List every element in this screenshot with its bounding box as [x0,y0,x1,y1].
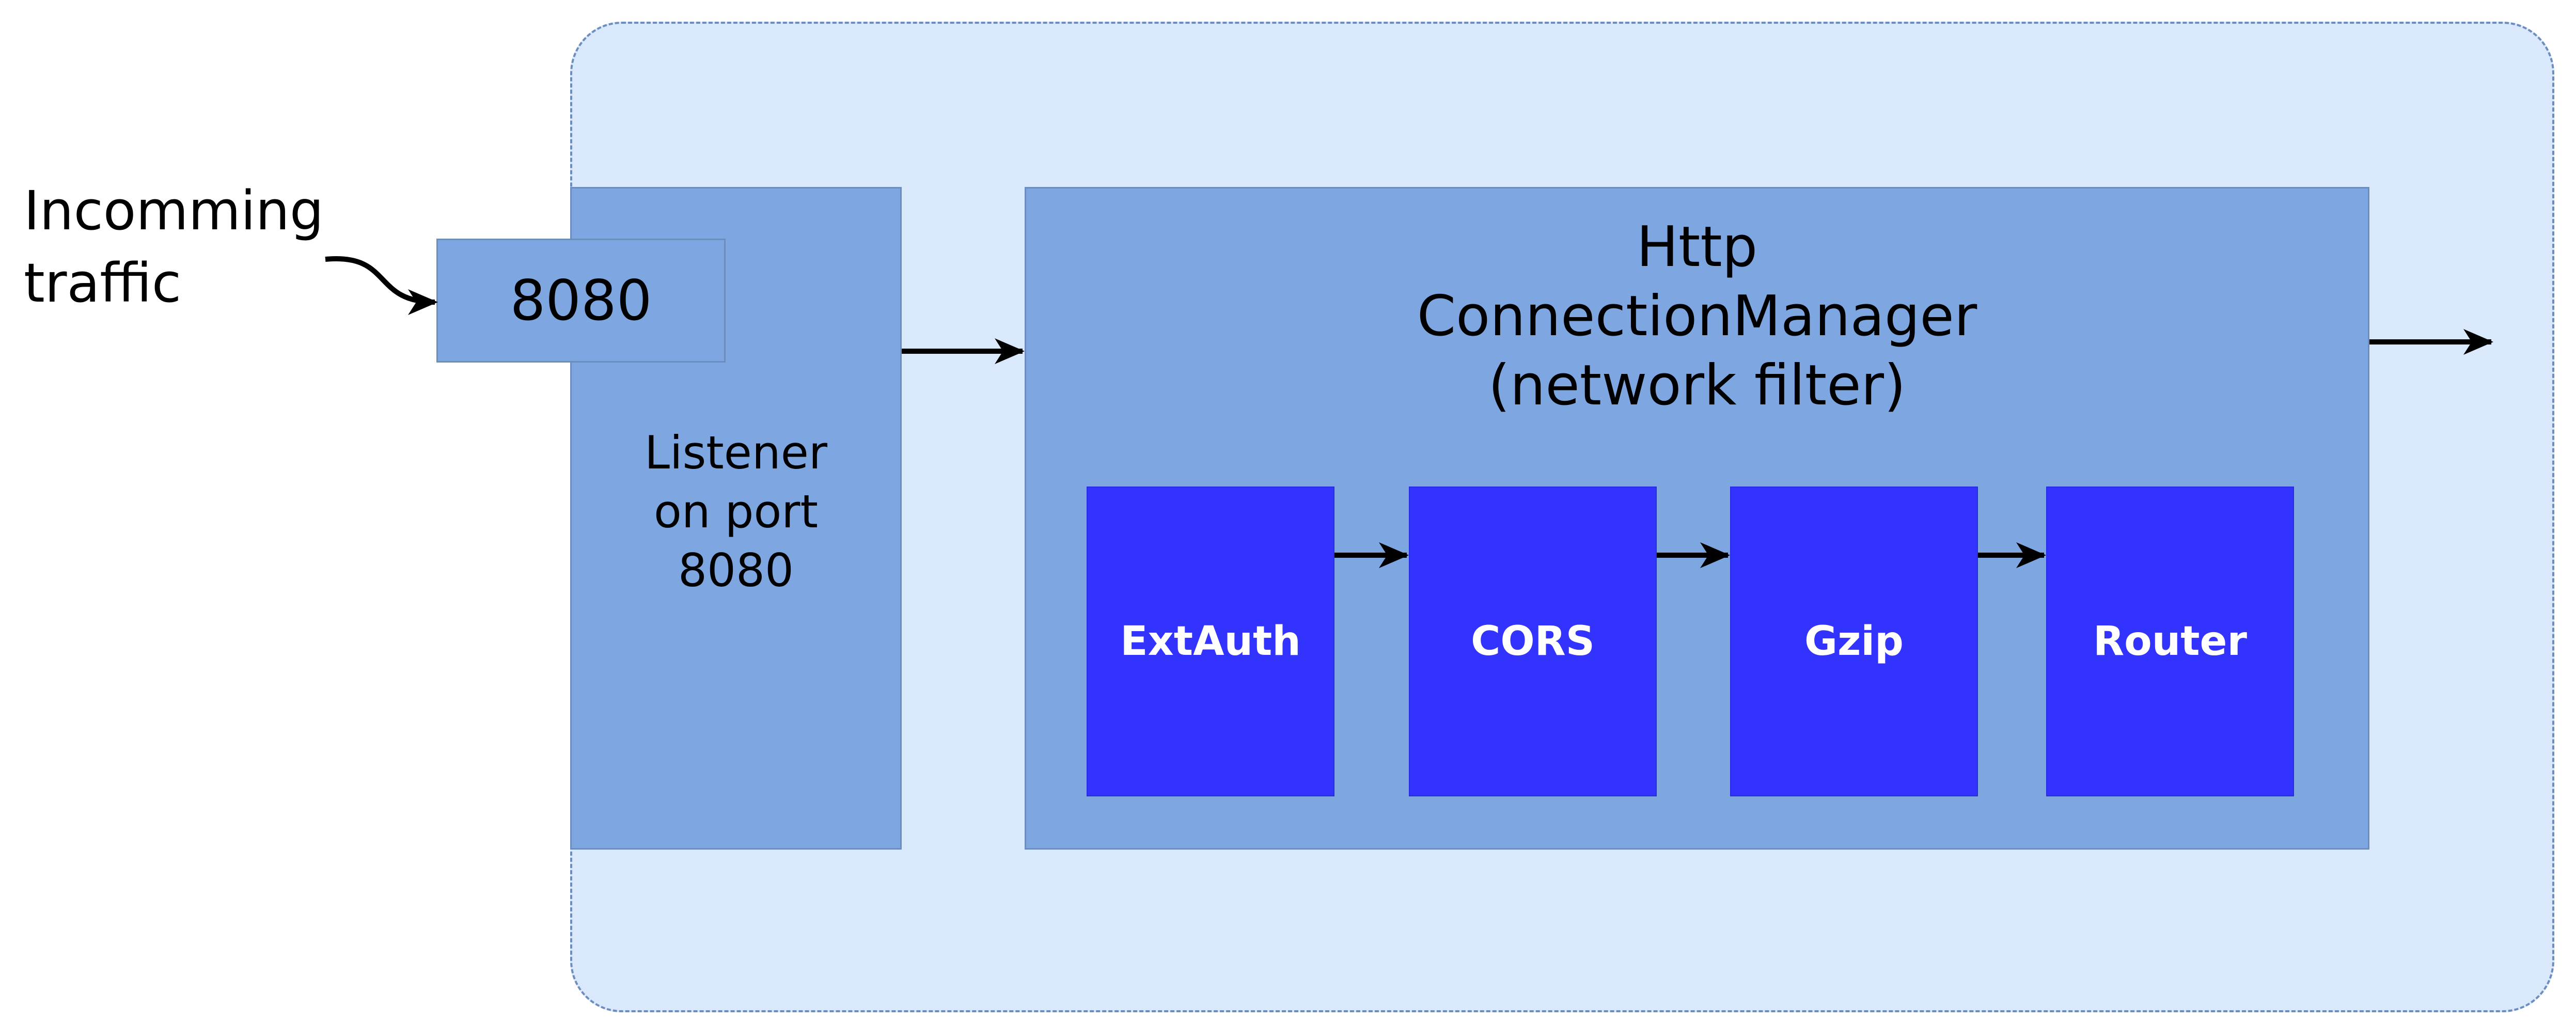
arrowhead [408,289,438,315]
arrowhead [2016,542,2046,568]
arrowhead [1379,542,1409,568]
incoming-traffic-label: Incomming traffic [24,179,324,315]
arrowhead [1700,542,1730,568]
filter-label: CORS [1471,618,1595,665]
filter-label: Router [2093,618,2247,665]
port-box: 8080 [436,239,726,363]
port-label: 8080 [510,268,652,333]
arrowhead [995,338,1025,364]
filter-label: Gzip [1804,618,1904,665]
filter-router: Router [2046,487,2294,796]
filter-cors: CORS [1409,487,1657,796]
incoming-arrow [325,256,435,305]
filter-gzip: Gzip [1730,487,1978,796]
arrowhead [2463,329,2493,355]
filter-label: ExtAuth [1120,618,1301,665]
listener-label: Listener on port 8080 [644,426,828,597]
connection-manager-label: Http ConnectionManager (network filter) [1417,215,1977,418]
filter-extauth: ExtAuth [1087,487,1334,796]
